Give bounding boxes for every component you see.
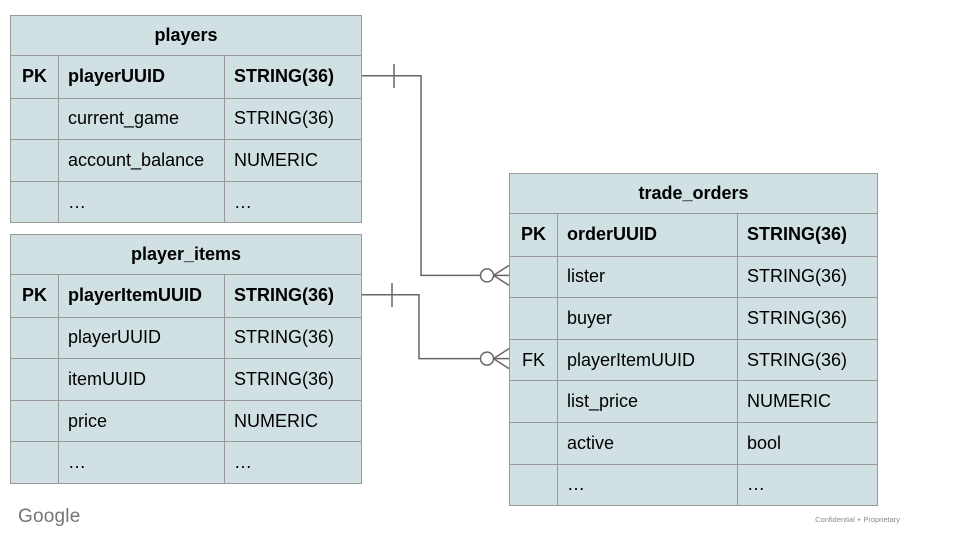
cell-key [510,423,557,464]
connector-line [362,75,481,277]
crowfoot-prong [493,264,510,277]
table-title: player_items [11,235,361,275]
cell-key [510,257,557,298]
cell-type: STRING(36) [224,98,361,140]
cell-name: playerUUID [58,56,224,98]
connector-line [362,294,481,360]
cardinality-zero-circle [479,351,495,366]
cell-key [11,182,58,223]
cell-name: itemUUID [58,359,224,400]
table-title: players [11,16,361,56]
crowfoot-prong [493,357,510,370]
cell-key: FK [521,349,545,370]
cell-type: bool [737,422,877,464]
cell-type: STRING(36) [224,56,361,98]
cell-name: … [58,442,224,483]
cell-name: price [58,400,224,442]
connector-player-items-to-trade-orders [362,283,510,370]
table-row: …… [11,441,361,483]
table-row: …… [11,180,361,223]
cell-key [510,381,557,422]
cell-name: buyer [557,298,737,339]
connector-players-to-trade-orders [362,64,510,287]
cell-key [11,442,58,483]
cell-name: playerUUID [58,317,224,359]
cell-type: STRING(36) [224,317,361,359]
cell-type: STRING(36) [737,339,877,381]
cell-type: STRING(36) [224,359,361,400]
cell-name: playerItemUUID [58,275,224,317]
crowfoot-prong [493,274,510,287]
cell-type: NUMERIC [224,140,361,181]
cell-key [11,401,58,442]
google-logo: Google [18,506,81,527]
crowfoot-prong [493,347,510,360]
cell-name: account_balance [58,140,224,181]
cell-name: list_price [557,381,737,422]
cell-type: STRING(36) [737,298,877,339]
cell-name: … [58,181,224,223]
cell-key [11,318,58,359]
cell-key [510,465,557,506]
cell-type: … [224,181,361,223]
confidential-label: Confidential + Proprietary [815,515,900,524]
table-row: …… [510,463,877,506]
cell-key: PK [520,224,546,245]
cell-type: … [737,464,877,506]
cell-type: STRING(36) [224,275,361,317]
cardinality-zero-circle [479,268,495,283]
cell-key [11,359,58,400]
cell-name: orderUUID [557,214,737,256]
cell-key [510,298,557,339]
cell-name: playerItemUUID [557,339,737,381]
cell-type: STRING(36) [737,214,877,256]
cell-type: NUMERIC [224,400,361,442]
cell-type: NUMERIC [737,381,877,422]
cell-type: STRING(36) [737,256,877,298]
table-title: trade_orders [510,174,877,214]
cell-key [11,99,58,140]
cell-name: … [557,464,737,506]
cell-key: PK [21,66,47,87]
cell-key [11,140,58,181]
cell-key: PK [21,285,47,306]
cell-type: … [224,442,361,483]
cell-name: lister [557,256,737,298]
cell-name: current_game [58,98,224,140]
cell-name: active [557,422,737,464]
